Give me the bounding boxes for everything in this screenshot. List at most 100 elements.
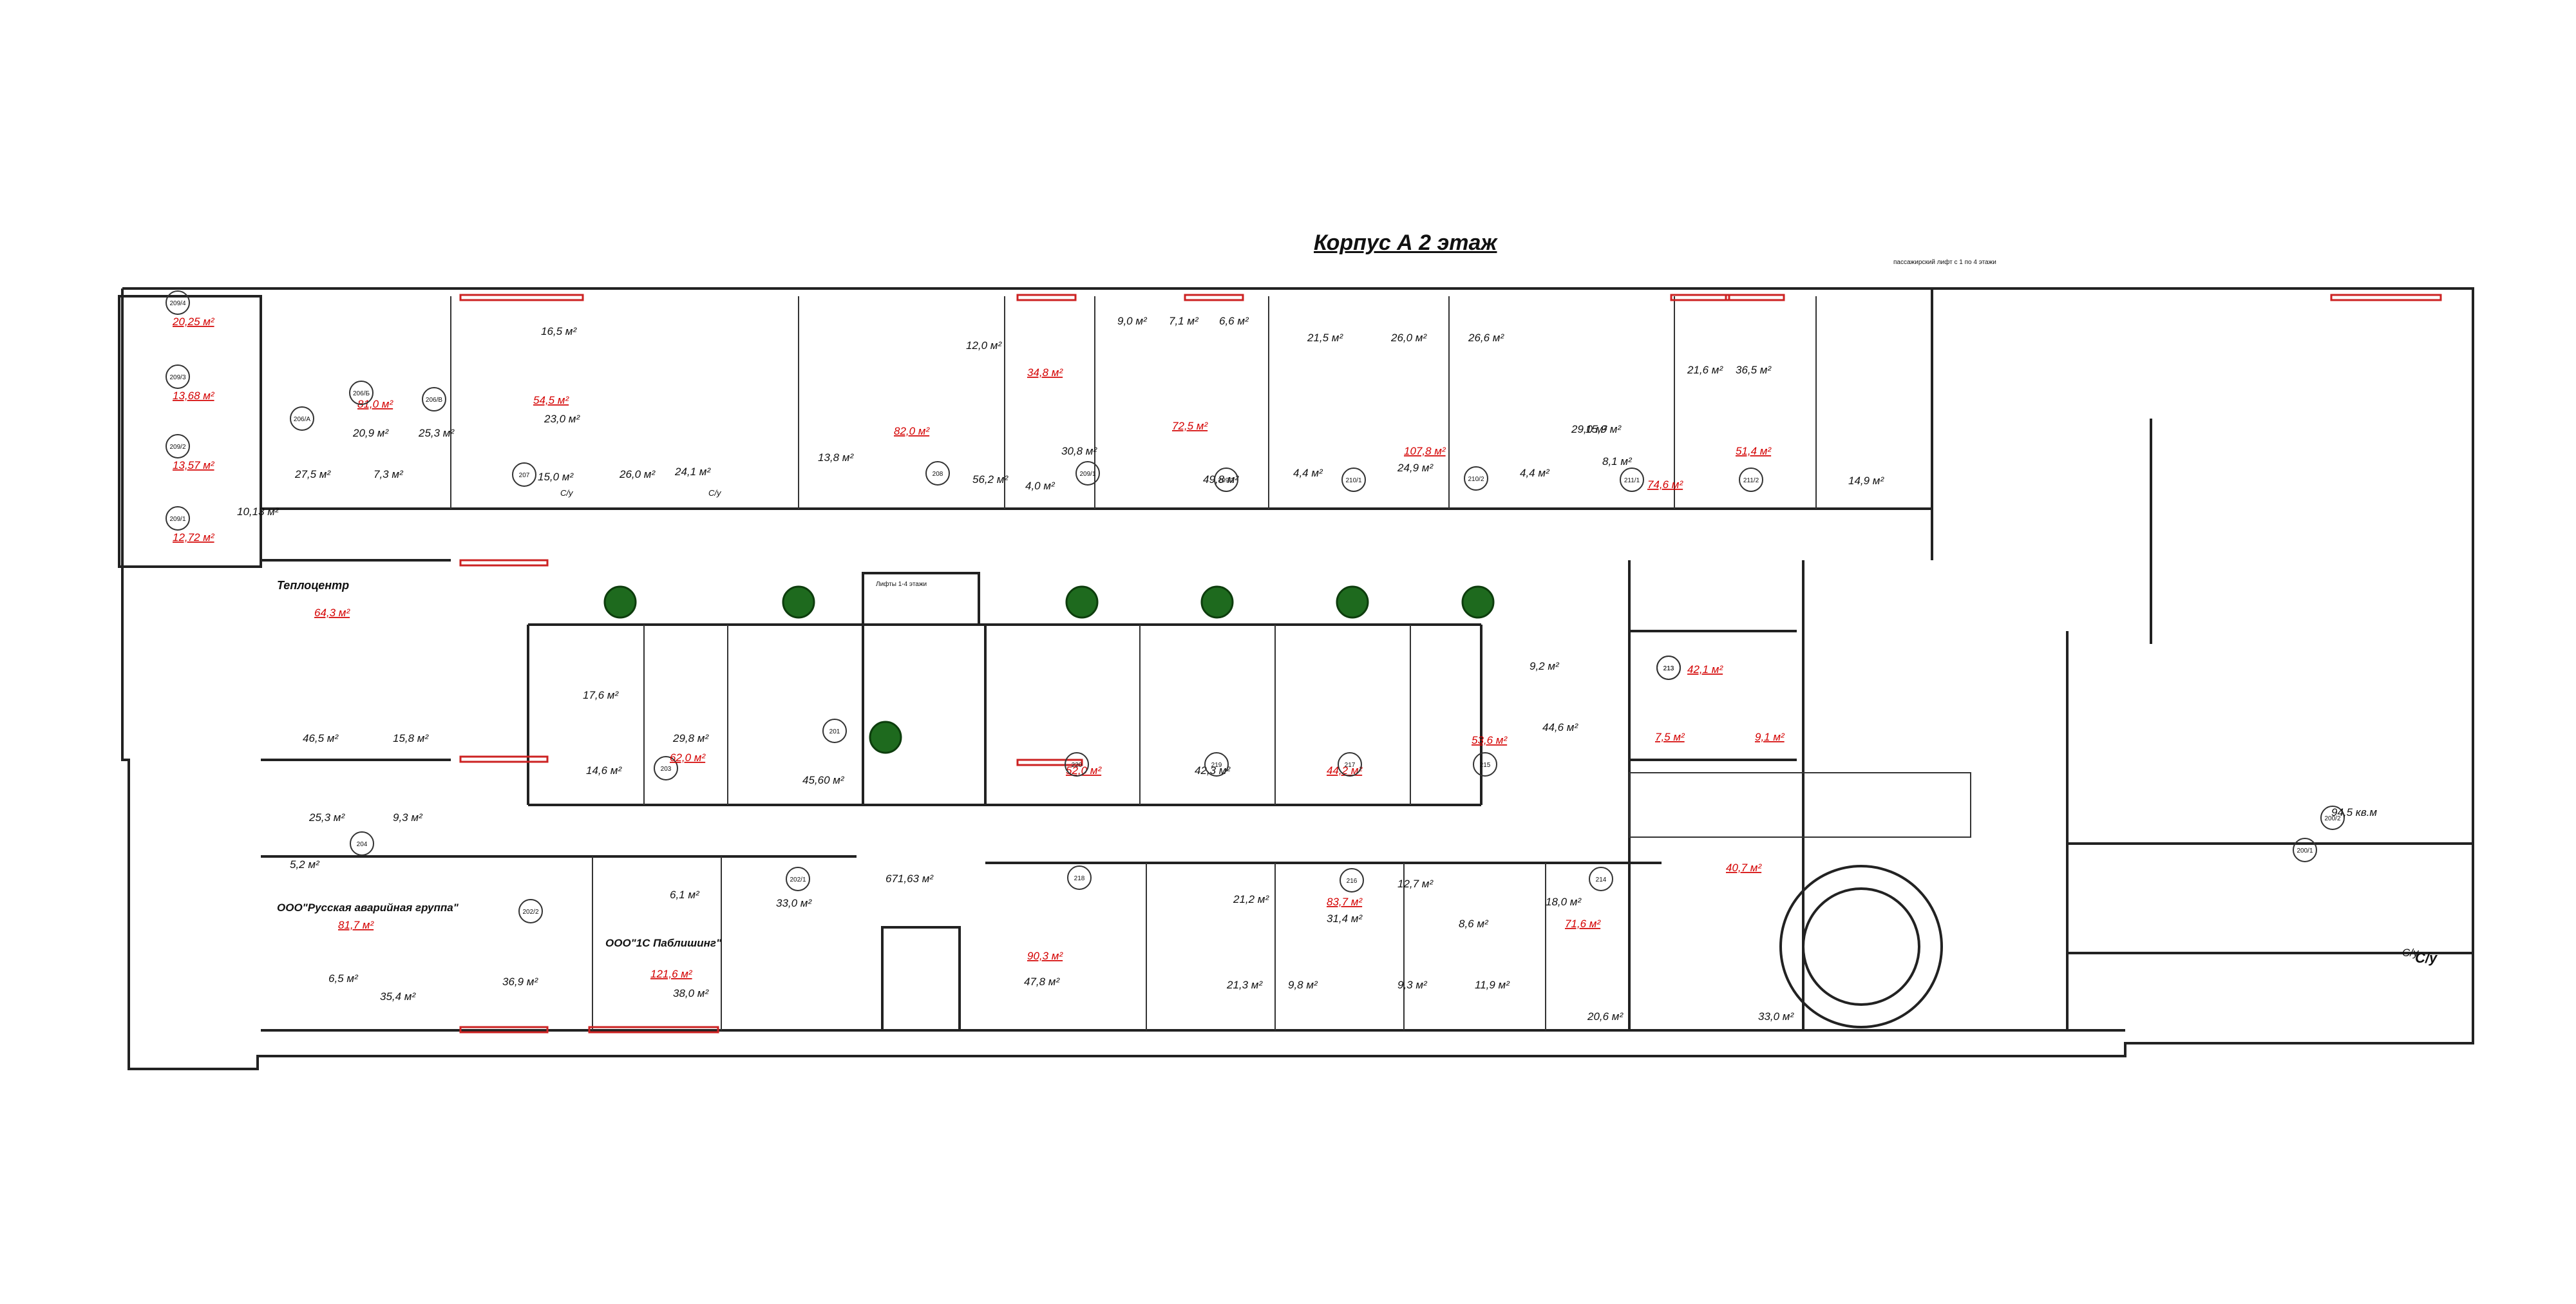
room-area-label: 44,2 м² bbox=[1327, 764, 1363, 777]
room-area-label: 23,0 м² bbox=[544, 413, 580, 425]
room-area-label: 121,6 м² bbox=[650, 968, 693, 980]
room-area-label: 10,13 м² bbox=[237, 506, 279, 518]
room-area-label: 33,0 м² bbox=[776, 897, 812, 909]
room-number-circle bbox=[1338, 752, 1362, 777]
room-area-label: 29,0 м² bbox=[1571, 423, 1607, 435]
room-number-label: 202/1 bbox=[790, 876, 806, 884]
room-number-circle bbox=[166, 364, 190, 389]
room-area-label: 4,4 м² bbox=[1293, 467, 1323, 479]
window-mark bbox=[1670, 294, 1730, 301]
room-number-circle bbox=[349, 381, 374, 405]
room-area-label: 81,7 м² bbox=[338, 919, 374, 931]
room-number-label: 210/1 bbox=[1345, 477, 1361, 484]
room-number-circle bbox=[1204, 752, 1229, 777]
room-area-label: 36,5 м² bbox=[1736, 364, 1772, 376]
elevator-label: Лифты 1-4 этажи bbox=[876, 580, 927, 588]
room-area-label: 16,5 м² bbox=[541, 325, 577, 337]
room-number-label: 204 bbox=[357, 841, 368, 848]
room-number-circle bbox=[518, 899, 543, 923]
room-number-circle bbox=[822, 719, 847, 743]
heating-label: Теплоцентр bbox=[277, 579, 349, 592]
room-area-label: 8,1 м² bbox=[1602, 455, 1633, 468]
room-area-label: 11,9 м² bbox=[1475, 979, 1510, 991]
room-area-label: 38,0 м² bbox=[673, 987, 709, 999]
room-number-label: 217 bbox=[1345, 762, 1356, 769]
room-number-circle bbox=[1739, 468, 1763, 492]
plan-title: Корпус А 2 этаж bbox=[1314, 231, 1497, 255]
room-number-circle bbox=[1075, 461, 1100, 486]
ramp-inner bbox=[1802, 887, 1920, 1006]
room-area-label: 107,8 м² bbox=[1404, 445, 1446, 457]
window-mark bbox=[1725, 294, 1785, 301]
tree-icon bbox=[603, 585, 637, 619]
room-number-circle bbox=[1214, 468, 1238, 492]
room-area-label: С/у bbox=[2402, 947, 2420, 959]
interior-walls bbox=[261, 288, 2473, 1032]
room-area-label: 15,0 м² bbox=[538, 471, 574, 483]
room-number-label: 203 bbox=[661, 766, 672, 773]
room-number-circle bbox=[166, 506, 190, 531]
room-area-label: 7,3 м² bbox=[374, 468, 404, 480]
room-number-circle bbox=[512, 462, 536, 487]
room-area-label: 13,8 м² bbox=[818, 451, 854, 464]
room-area-label: 36,9 м² bbox=[502, 976, 538, 988]
tenant1-label: ООО"Русская аварийная группа" bbox=[277, 902, 459, 914]
wing-209 bbox=[118, 295, 262, 568]
window-mark bbox=[1184, 294, 1244, 301]
room-area-label: 47,8 м² bbox=[1024, 976, 1060, 988]
room-number-label: 209/1 bbox=[169, 516, 185, 523]
room-number-circle bbox=[166, 290, 190, 315]
room-number-label: 206/Б bbox=[353, 390, 370, 397]
room-number-circle bbox=[1067, 865, 1092, 890]
room-number-circle bbox=[1340, 868, 1364, 893]
room-area-label: 54,5 м² bbox=[533, 394, 569, 406]
room-number-label: 213 bbox=[1663, 665, 1674, 672]
room-number-label: 216 bbox=[1347, 878, 1358, 885]
room-number-label: 200/1 bbox=[2297, 847, 2313, 855]
ramp-outer bbox=[1779, 865, 1943, 1028]
room-area-label: 7,1 м² bbox=[1169, 315, 1199, 327]
cargo-lift-label: пассажирский лифт с 1 по 4 этажи bbox=[1893, 258, 1996, 266]
room-area-label: 9,8 м² bbox=[1288, 979, 1318, 991]
room-number-label: 219 bbox=[1211, 762, 1222, 769]
tree-icon bbox=[869, 721, 902, 754]
room-area-label: 8,6 м² bbox=[1459, 918, 1489, 930]
room-area-label: 71,6 м² bbox=[1565, 918, 1601, 930]
room-area-label: 9,2 м² bbox=[1530, 660, 1560, 672]
room-area-label: 53,6 м² bbox=[1472, 734, 1508, 746]
room-area-label: 21,6 м² bbox=[1687, 364, 1723, 376]
room-area-label: 9,3 м² bbox=[1397, 979, 1428, 991]
room-area-label: 18,0 м² bbox=[1546, 896, 1582, 908]
elevator-block bbox=[862, 572, 980, 626]
room-area-label: 90,3 м² bbox=[1027, 950, 1063, 962]
room-area-label: 42,3 м² bbox=[1195, 764, 1231, 777]
trees-layer bbox=[603, 585, 1495, 754]
room-number-circle bbox=[1464, 466, 1488, 491]
window-mark bbox=[2330, 294, 2442, 301]
room-number-label: 209/2 bbox=[1218, 477, 1234, 484]
room-area-label: 29,8 м² bbox=[672, 732, 709, 744]
window-mark bbox=[588, 1026, 719, 1034]
room-number-circle bbox=[350, 831, 374, 856]
room-number-circle bbox=[2293, 838, 2317, 862]
room-number-label: 213 bbox=[1663, 665, 1674, 672]
room-area-label: 15,8 м² bbox=[393, 732, 429, 744]
room-area-label: 4,0 м² bbox=[1025, 480, 1056, 492]
wc-label-3: С/у bbox=[2415, 950, 2438, 966]
tree-icon bbox=[1336, 585, 1369, 619]
room-number-label: 206/В bbox=[426, 397, 442, 404]
room-area-label: 27,5 м² bbox=[294, 468, 331, 480]
window-mark bbox=[459, 1026, 549, 1034]
room-area-label: 17,6 м² bbox=[583, 689, 619, 701]
window-mark bbox=[459, 559, 549, 567]
window-mark bbox=[459, 294, 584, 301]
room-number-circle bbox=[1065, 752, 1089, 777]
room-area-label: 13,57 м² bbox=[173, 459, 215, 471]
room-number-label: 200/2 bbox=[2324, 815, 2340, 822]
room-number-label: 206/А bbox=[294, 416, 310, 423]
room-area-label: 82,0 м² bbox=[894, 425, 930, 437]
room-area-label: 6,1 м² bbox=[670, 889, 700, 901]
room-area-label: 52,0 м² bbox=[1066, 764, 1102, 777]
room-area-label: 24,1 м² bbox=[674, 466, 711, 478]
